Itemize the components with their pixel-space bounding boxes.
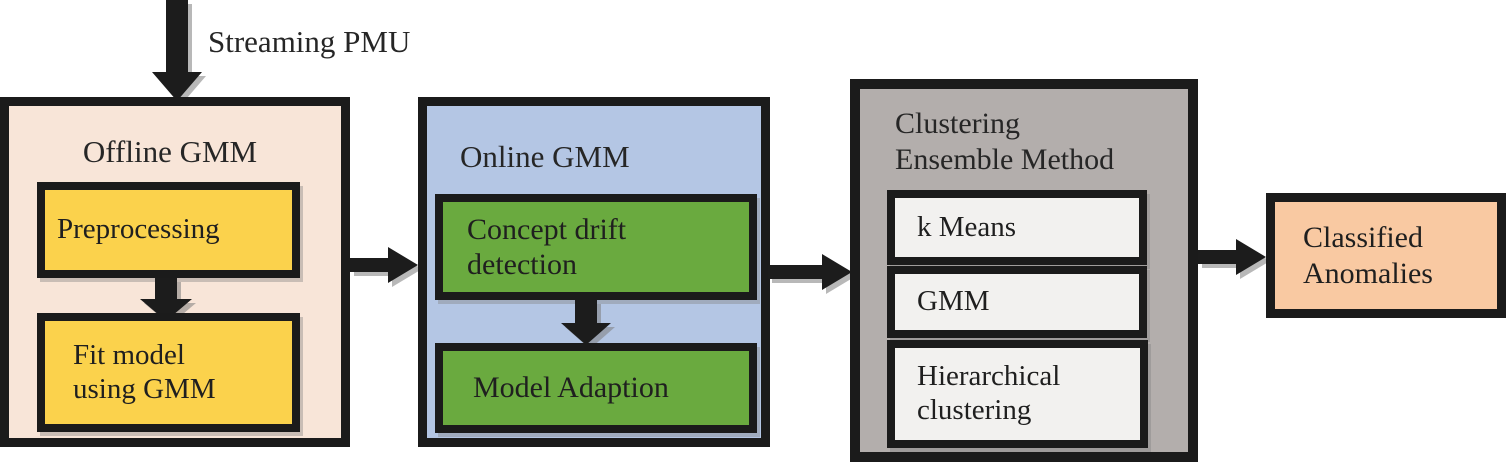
concept-drift-detection-step: Concept drift detection: [435, 194, 757, 300]
arrow-right-icon: [768, 254, 852, 290]
arrow-down-icon: [152, 0, 202, 101]
gmm-method: GMM: [887, 266, 1147, 338]
arrow-down-icon: [561, 300, 611, 345]
preprocessing-step: Preprocessing: [37, 182, 300, 278]
arrow-right-icon: [350, 247, 418, 283]
arrow-right-icon: [1198, 239, 1266, 275]
fit-model-step: Fit model using GMM: [37, 313, 300, 432]
k-means-method: k Means: [887, 190, 1147, 265]
offline-gmm-title: Offline GMM: [82, 134, 258, 169]
hierarchical-clustering-method: Hierarchical clustering: [887, 340, 1148, 448]
model-adaption-step: Model Adaption: [435, 343, 757, 433]
clustering-ensemble-title: Clustering Ensemble Method: [895, 107, 1115, 176]
arrow-down-icon: [140, 278, 192, 321]
online-gmm-title: Online GMM: [460, 139, 630, 174]
classified-anomalies-box: Classified Anomalies: [1266, 193, 1506, 318]
streaming-pmu-label: Streaming PMU: [208, 24, 411, 59]
